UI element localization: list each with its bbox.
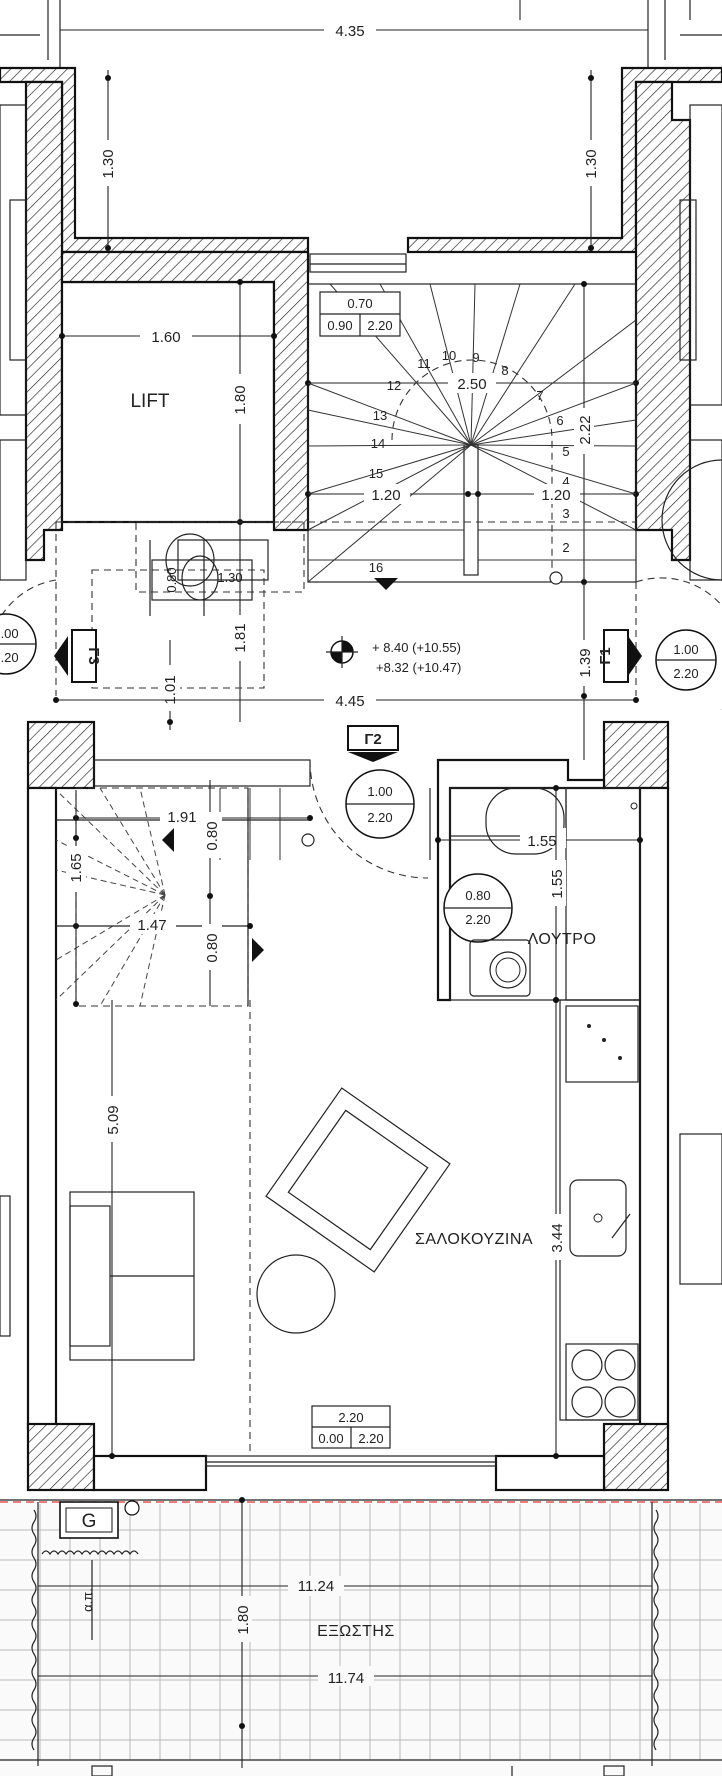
dim-balcony-w2: 11.74 — [328, 1670, 364, 1687]
tag-balcony-door-w: 2.20 — [338, 1410, 363, 1425]
dim-bath-w: 1.55 — [527, 833, 556, 850]
living-area: 5.09 ΣΑΛΟΚΟΥΖΙΝΑ — [0, 1000, 722, 1459]
dim-shaft-right: 1.30 — [583, 149, 600, 178]
stair-step-number: 4 — [562, 474, 569, 489]
dim-stair-h: 2.22 — [577, 415, 594, 444]
bathroom: 1.55 1.55 0.80 2.20 ΛΟΥΤΡΟ — [429, 785, 643, 1003]
balcony-tiles — [0, 1504, 722, 1760]
stair-step-number: 7 — [536, 388, 543, 403]
section-label-g2: Γ2 — [364, 731, 381, 748]
section-label-g3: Γ3 — [85, 647, 102, 664]
dim-lift-h: 1.80 — [232, 385, 249, 414]
dim-bath-h: 1.55 — [549, 869, 566, 898]
section-label-g1: Γ1 — [597, 647, 614, 664]
tag-door-left-h: 2.20 — [0, 650, 19, 665]
top-window — [309, 253, 407, 273]
tag-window-w: 0.70 — [347, 296, 372, 311]
dim-top-width: 4.35 — [335, 23, 364, 40]
dim-kitchen-h: 3.44 — [549, 1223, 566, 1252]
tag-balcony-door-sill: 0.00 — [318, 1431, 343, 1446]
dim-wc-w: 0.80 — [164, 567, 179, 592]
tag-balcony-door-h: 2.20 — [358, 1431, 383, 1446]
stair-step-number: 9 — [472, 350, 479, 365]
window-tag-top: 0.70 0.90 2.20 — [319, 291, 401, 337]
dim-inner-stair-w1: 1.91 — [167, 809, 196, 826]
gas-meter-label: G — [82, 1511, 97, 1532]
dim-stair-w: 2.50 — [457, 376, 486, 393]
stair-step-number: 8 — [501, 363, 508, 378]
dim-landing-h: 1.81 — [232, 623, 249, 652]
inner-stair: 1.91 1.47 1.65 0.80 0.80 — [55, 780, 315, 1007]
landing: 0.80 1.30 1.81 1.01 1.39 4.45 — [53, 521, 639, 760]
dim-inner-step2: 0.80 — [204, 933, 221, 962]
dim-landing-h2: 1.01 — [162, 675, 179, 704]
dim-stair-half-right: 1.20 — [541, 487, 570, 504]
tag-door-right-w: 1.00 — [673, 642, 698, 657]
ap-label: α.π. — [80, 1588, 95, 1612]
armchair — [265, 1087, 451, 1273]
dim-hall-width: 4.45 — [335, 693, 364, 710]
dim-shaft-left: 1.30 — [100, 149, 117, 178]
lift: 1.60 LIFT 1.80 — [59, 250, 310, 722]
section-marker-g1: Γ1 — [597, 629, 642, 683]
dim-wc-w2: 1.30 — [217, 570, 242, 585]
top-width-dimension: 4.35 — [60, 0, 648, 40]
stair-step-number: 10 — [442, 348, 456, 363]
dim-inner-step1: 0.80 — [204, 821, 221, 850]
kitchen-counter: 3.44 — [546, 997, 641, 1459]
shaft-heights: 1.30 1.30 — [98, 70, 601, 251]
dim-balcony-w1: 11.24 — [298, 1578, 334, 1595]
stair-step-number: 5 — [562, 444, 569, 459]
tag-door-entry-w: 1.00 — [367, 784, 392, 799]
dim-balcony-h: 1.80 — [235, 1605, 252, 1634]
side-door-right: 1.00 2.20 — [635, 459, 722, 710]
tag-window-h: 2.20 — [367, 318, 392, 333]
room-label-lift: LIFT — [130, 391, 169, 412]
balcony: 11.24 11.74 1.80 ΕΞΩΣΤΗΣ G α.π. — [0, 1497, 722, 1776]
stair-step-number: 6 — [556, 413, 563, 428]
room-label-bathroom: ΛΟΥΤΡΟ — [528, 931, 597, 948]
tag-door-left-w: 1.00 — [0, 626, 19, 641]
apartment-walls — [0, 720, 722, 1501]
tag-door-right-h: 2.20 — [673, 666, 698, 681]
dim-inner-stair-w2: 1.47 — [137, 917, 166, 934]
level-lower: +8.32 (+10.47) — [376, 660, 461, 675]
room-label-balcony: ΕΞΩΣΤΗΣ — [317, 1623, 395, 1640]
dim-landing-right-h: 1.39 — [577, 648, 594, 677]
tag-door-bath-w: 0.80 — [465, 888, 490, 903]
tag-door-entry-h: 2.20 — [367, 810, 392, 825]
stair-step-number: 14 — [371, 436, 385, 451]
dim-stair-half-left: 1.20 — [371, 487, 400, 504]
level-marker: + 8.40 (+10.55) +8.32 (+10.47) — [326, 636, 461, 675]
stair-step-number: 13 — [373, 408, 387, 423]
side-walls — [0, 80, 722, 581]
room-label-living-kitchen: ΣΑΛΟΚΟΥΖΙΝΑ — [415, 1231, 533, 1248]
stair-step-number: 3 — [562, 506, 569, 521]
section-marker-g3: Γ3 — [54, 629, 102, 683]
wheelchair-symbol — [149, 533, 269, 616]
tag-window-sill: 0.90 — [327, 318, 352, 333]
section-marker-g2: Γ2 — [347, 725, 399, 762]
stair-step-number: 15 — [369, 466, 383, 481]
tag-door-bath-h: 2.20 — [465, 912, 490, 927]
level-upper: + 8.40 (+10.55) — [372, 640, 461, 655]
dim-lift-w: 1.60 — [151, 329, 180, 346]
dim-inner-stair-h: 1.65 — [68, 853, 85, 882]
balcony-door: 2.20 0.00 2.20 — [205, 1000, 497, 1467]
stair-step-number: 2 — [562, 540, 569, 555]
dim-living-h: 5.09 — [105, 1105, 122, 1134]
side-door-left: 1.00 2.20 — [0, 579, 57, 700]
entry-door: 1.00 2.20 — [309, 759, 429, 879]
stair-step-number: 16 — [369, 560, 383, 575]
stair-step-number: 11 — [417, 356, 431, 371]
stair-step-number: 12 — [387, 378, 401, 393]
